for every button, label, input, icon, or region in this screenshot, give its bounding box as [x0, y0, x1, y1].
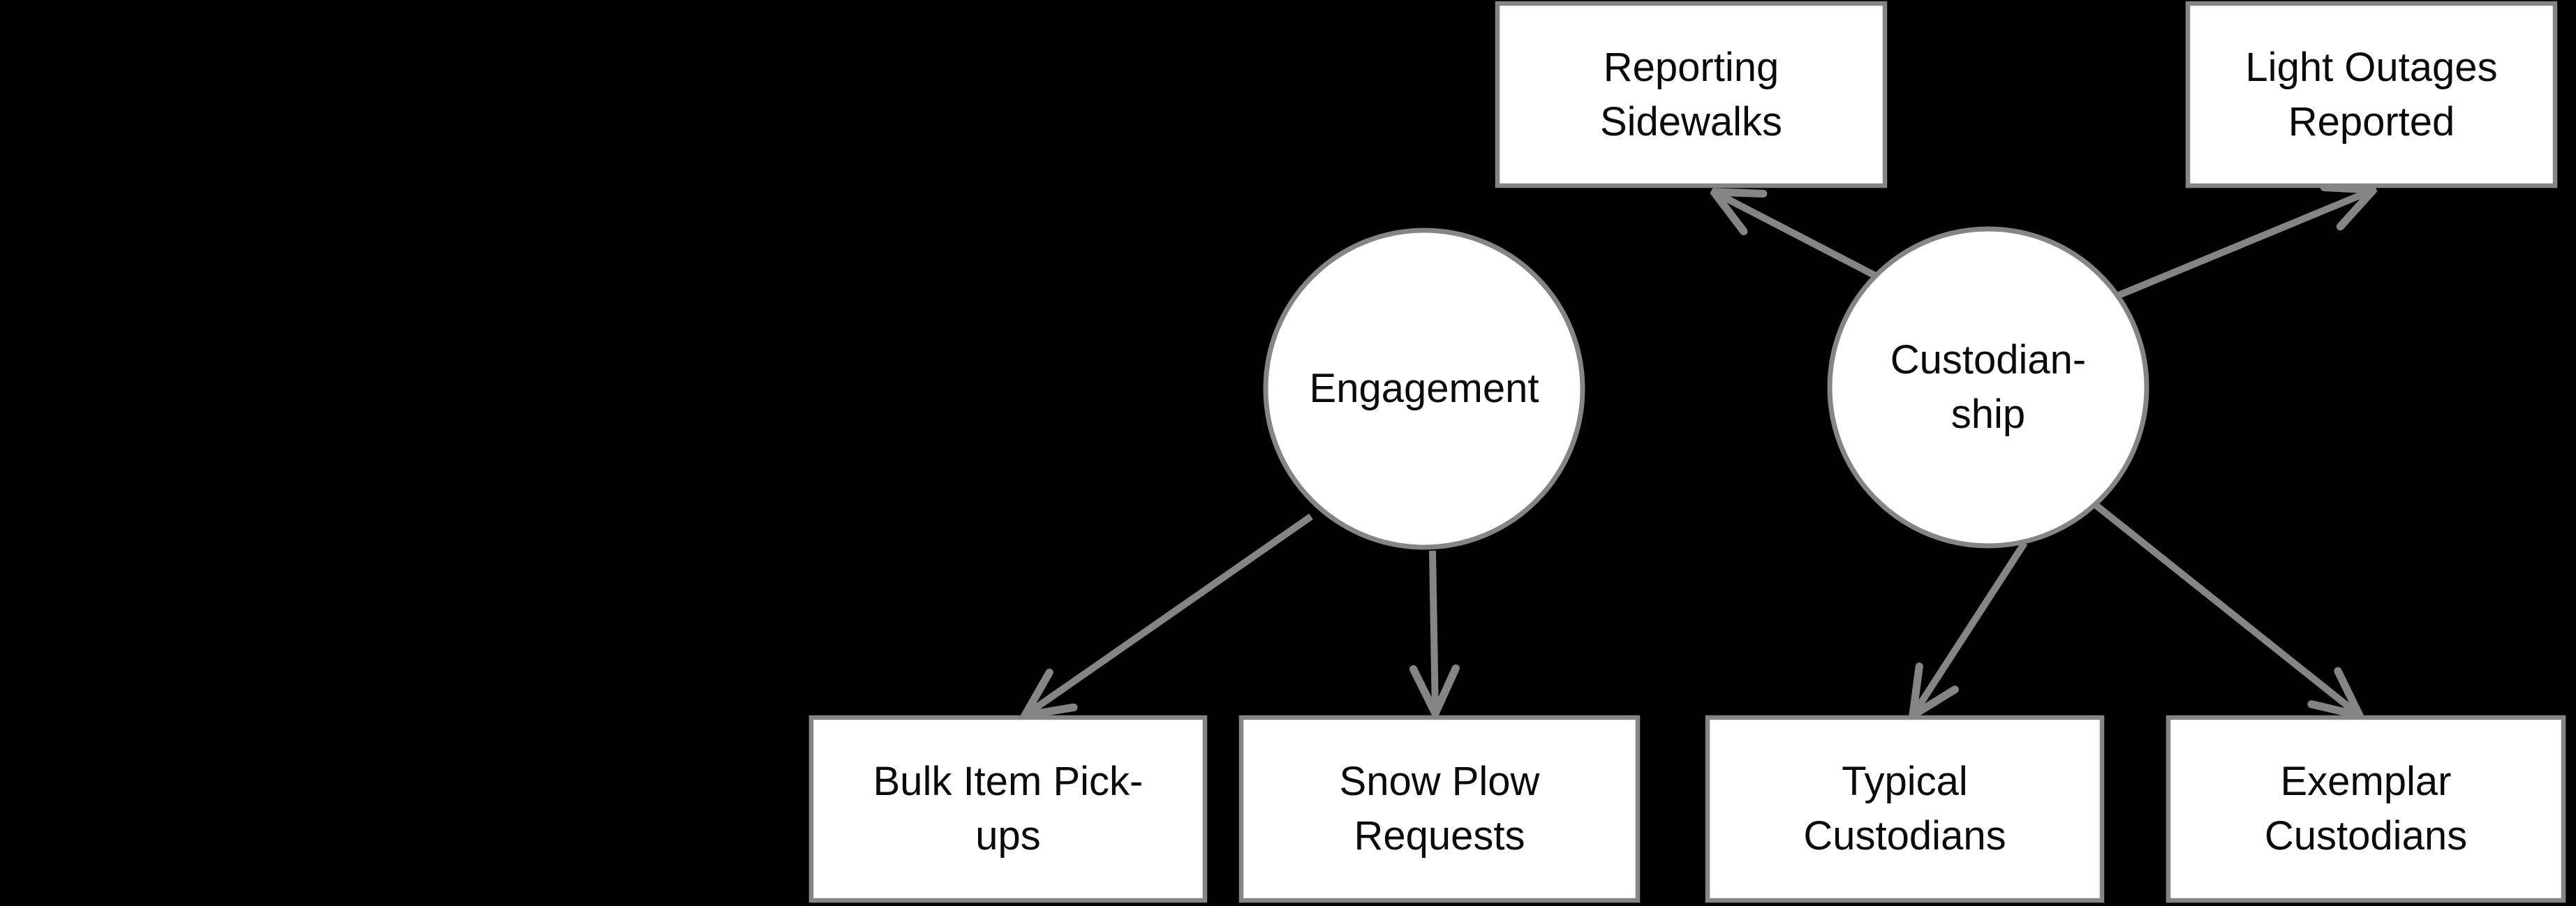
edge-custodianship-to-exemplar-custodians — [2092, 501, 2360, 715]
edge-custodianship-to-light-outages — [2114, 190, 2374, 300]
edge-custodianship-to-typical-custodians — [1913, 541, 2028, 715]
edge-engagement-to-snow-plow — [1433, 550, 1435, 713]
light-outages-box — [2185, 1, 2558, 188]
engagement-circle — [1263, 228, 1585, 550]
edge-custodianship-to-reporting-sidewalks — [1714, 192, 1887, 284]
reporting-sidewalks-box — [1495, 1, 1888, 188]
custodianship-circle — [1827, 226, 2149, 549]
typical-custodians-box — [1705, 715, 2105, 903]
bulk-item-box — [808, 715, 1208, 903]
snow-plow-box — [1238, 715, 1641, 903]
edge-engagement-to-bulk-item — [1025, 513, 1313, 715]
exemplar-custodians-box — [2166, 715, 2566, 903]
